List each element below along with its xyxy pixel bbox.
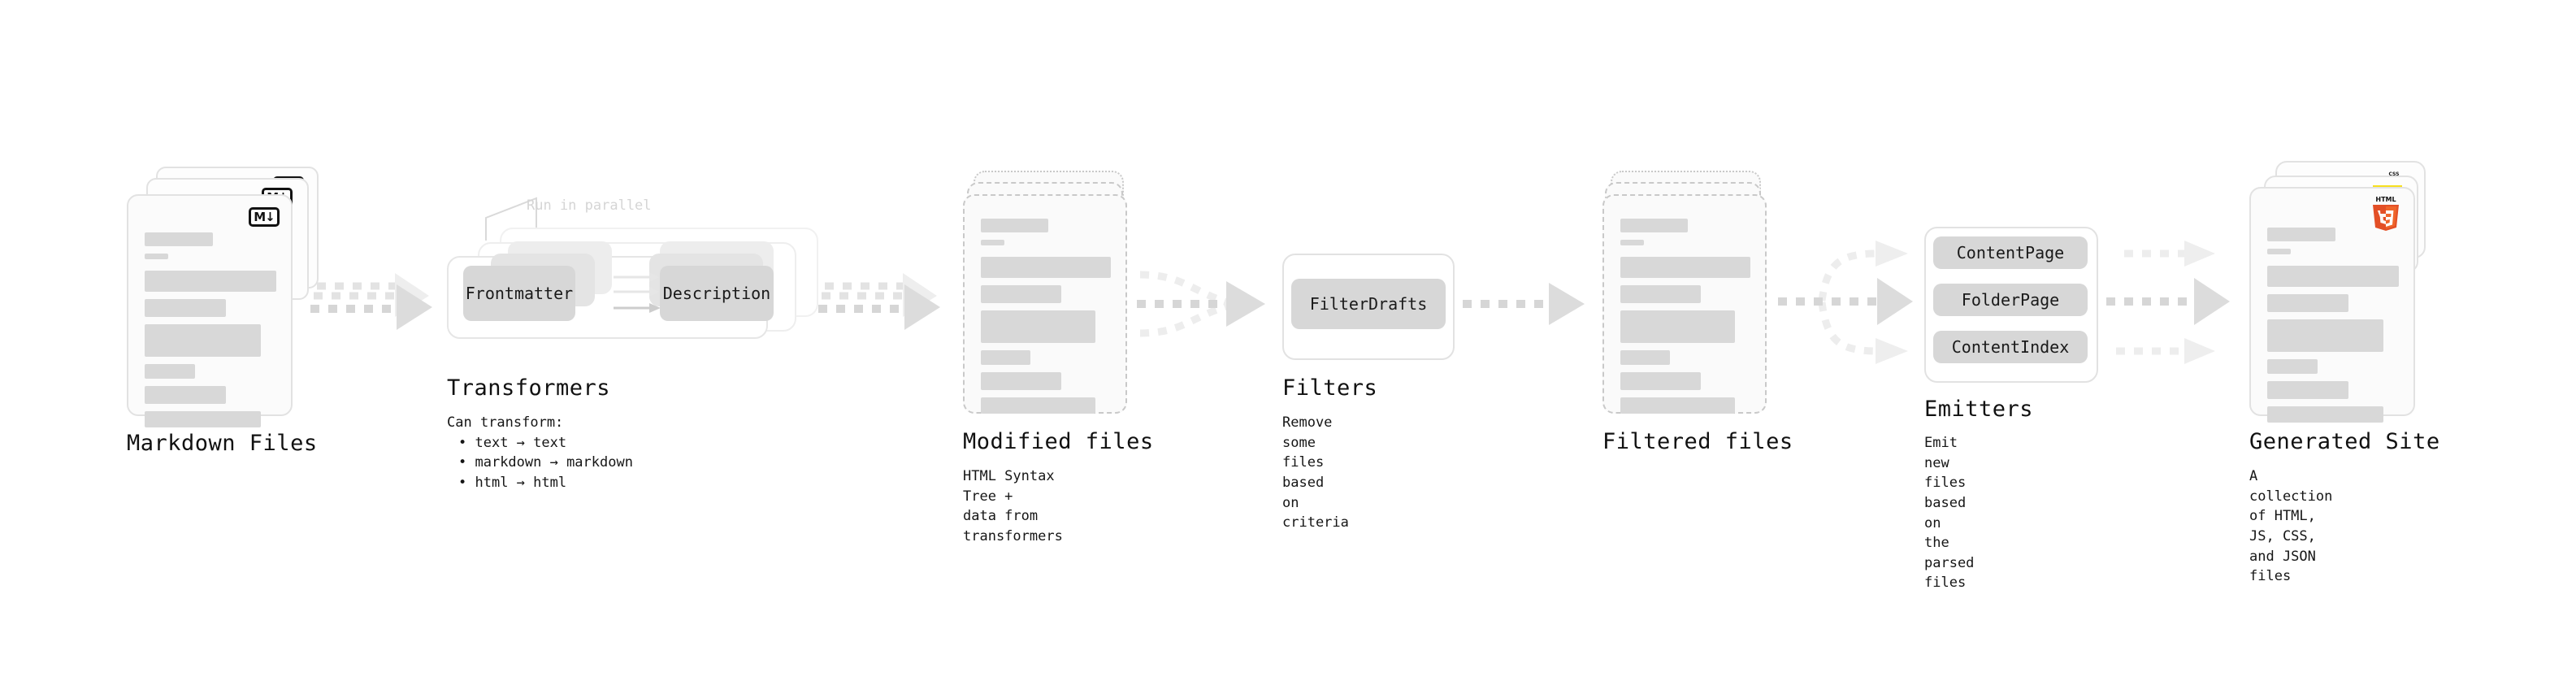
- skeleton-line: [981, 240, 1004, 245]
- skeleton-line: [981, 372, 1062, 390]
- markdown-file-card-front: M↓: [127, 194, 293, 427]
- skeleton-line: [2267, 294, 2349, 312]
- run-in-parallel-label: Run in parallel: [527, 197, 652, 214]
- generated-site-description: A collection of HTML, JS, CSS, and JSON …: [2249, 468, 2333, 585]
- filters-description: Remove some files based on criteria: [1282, 414, 1349, 531]
- arrow-emitters-to-site: [2106, 236, 2257, 370]
- filtered-file-card-front: [1602, 194, 1767, 414]
- file-skeleton-lines: [2267, 228, 2399, 430]
- skeleton-line: [1620, 350, 1670, 365]
- skeleton-line: [2267, 249, 2292, 254]
- skeleton-line: [1620, 240, 1644, 245]
- arrow-filters-to-filtered: [1463, 283, 1597, 348]
- markdown-icon: M↓: [249, 207, 280, 227]
- arrow-modified-to-filters: [1134, 258, 1284, 356]
- skeleton-line: [981, 310, 1095, 343]
- caption-filters: Filters: [1282, 375, 1378, 401]
- skeleton-line: [1620, 372, 1702, 390]
- skeleton-line: [145, 411, 261, 427]
- emitter-pill-contentpage[interactable]: ContentPage: [1933, 236, 2088, 269]
- skeleton-line: [2267, 359, 2318, 374]
- skeleton-line: [145, 299, 227, 317]
- caption-markdown-files: Markdown Files: [127, 431, 318, 456]
- site-file-card-html: HTML: [2249, 187, 2415, 423]
- transformers-description-item: • text → text: [458, 434, 567, 451]
- skeleton-line: [1620, 257, 1750, 278]
- item-text: html → html: [475, 474, 567, 491]
- caption-filtered-files: Filtered files: [1602, 429, 1793, 454]
- transformers-description-heading: Can transform:: [447, 414, 564, 431]
- skeleton-line: [981, 285, 1062, 303]
- arrow-filtered-to-emitters: [1773, 236, 1928, 370]
- modified-file-card-front: [963, 194, 1127, 414]
- skeleton-line: [145, 271, 276, 292]
- skeleton-line: [1620, 310, 1735, 343]
- skeleton-line: [981, 219, 1049, 232]
- svg-text:HTML: HTML: [2375, 196, 2396, 203]
- html5-icon: HTML: [2370, 195, 2402, 232]
- skeleton-line: [145, 254, 169, 259]
- file-skeleton-lines: [145, 232, 276, 435]
- caption-modified-files: Modified files: [963, 429, 1154, 454]
- skeleton-line: [981, 397, 1095, 414]
- emitter-pill-folderpage[interactable]: FolderPage: [1933, 284, 2088, 316]
- emitters-description: Emit new files based on the parsed files: [1924, 435, 1975, 592]
- caption-transformers: Transformers: [447, 375, 611, 401]
- skeleton-line: [145, 364, 195, 379]
- arrow-transformers-to-modified: [818, 268, 956, 349]
- skeleton-line: [2267, 406, 2383, 423]
- file-skeleton-lines: [981, 219, 1111, 421]
- skeleton-line: [1620, 285, 1702, 303]
- skeleton-line: [145, 324, 261, 357]
- skeleton-line: [145, 386, 227, 404]
- file-skeleton-lines: [1620, 219, 1750, 421]
- transformers-description: Can transform: • text → text • markdown …: [447, 413, 707, 493]
- run-in-parallel-bracket: [484, 195, 598, 244]
- skeleton-line: [1620, 219, 1689, 232]
- skeleton-line: [2267, 319, 2383, 352]
- transformer-pill-description[interactable]: Description: [660, 266, 774, 321]
- filter-pill-filterdrafts[interactable]: FilterDrafts: [1291, 279, 1446, 329]
- skeleton-line: [145, 232, 214, 246]
- caption-generated-site: Generated Site: [2249, 429, 2440, 454]
- skeleton-line: [1620, 397, 1735, 414]
- skeleton-line: [2267, 228, 2336, 241]
- css-icon-label: CSS: [2388, 171, 2400, 177]
- skeleton-line: [2267, 381, 2349, 399]
- transformer-internal-arrows: [614, 271, 662, 327]
- item-text: markdown → markdown: [475, 454, 633, 471]
- skeleton-line: [981, 257, 1111, 278]
- item-text: text → text: [475, 434, 567, 451]
- transformer-pill-frontmatter[interactable]: Frontmatter: [463, 266, 575, 321]
- transformers-description-item: • markdown → markdown: [458, 454, 633, 471]
- modified-files-description: HTML Syntax Tree + data from transformer…: [963, 468, 1063, 544]
- emitter-pill-contentindex[interactable]: ContentIndex: [1933, 331, 2088, 363]
- skeleton-line: [981, 350, 1030, 365]
- transformers-description-item: • html → html: [458, 474, 567, 491]
- skeleton-line: [2267, 266, 2399, 287]
- caption-emitters: Emitters: [1924, 397, 2034, 422]
- arrow-markdown-to-transformers: [310, 268, 449, 349]
